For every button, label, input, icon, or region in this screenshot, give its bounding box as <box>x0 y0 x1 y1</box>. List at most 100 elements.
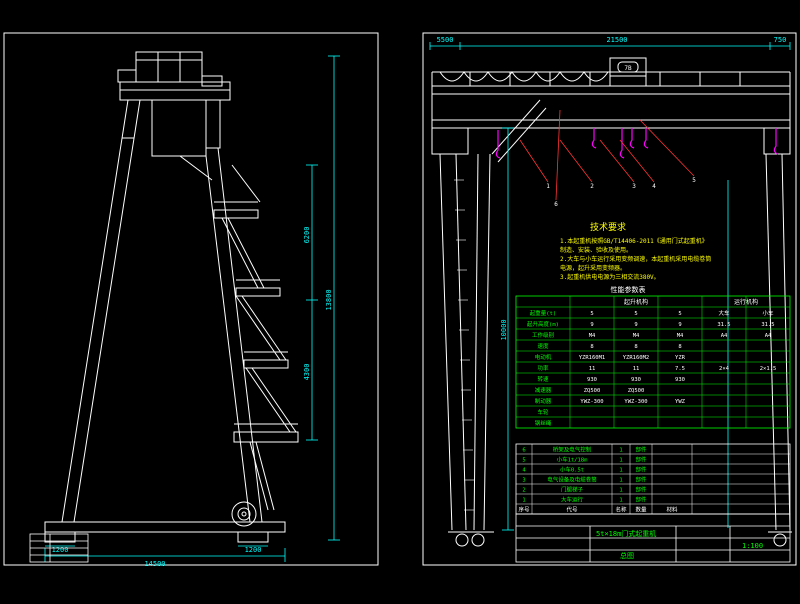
param-cell: 小车 <box>762 309 774 317</box>
dim-tier-1: 6200 <box>303 227 311 244</box>
technical-notes: 技术要求 1.本起重机按照GB/T14406-2011《通用门式起重机》 制造、… <box>560 221 711 281</box>
param-cell: 5 <box>634 311 637 317</box>
parts-cell: 2 <box>522 488 525 494</box>
param-cell: 11 <box>589 366 596 372</box>
note-line-5: 3.起重机供电电源为三相交流380V。 <box>560 273 660 281</box>
note-line-4: 电源，起升采用变频器。 <box>560 264 626 272</box>
param-cell: YZR <box>675 355 686 361</box>
param-cell: YZR160M1 <box>579 355 606 361</box>
param-cell: ZQ500 <box>584 388 601 394</box>
title-block-scale: 1:100 <box>742 542 763 550</box>
front-view-leader-labels: 1 2 3 4 5 6 <box>546 177 696 208</box>
param-cell: M4 <box>633 333 640 339</box>
parts-cell: 部件 <box>635 476 647 484</box>
note-line-2: 制造、安装、验收及使用。 <box>560 246 632 254</box>
param-cell: 11 <box>633 366 640 372</box>
parts-cell: 4 <box>522 468 526 474</box>
front-view-girder <box>431 57 791 129</box>
front-trolley <box>609 57 647 87</box>
side-view-dimensions <box>44 55 340 562</box>
param-cell: 起升高度(m) <box>527 320 559 328</box>
param-cell: 功率 <box>537 364 549 372</box>
param-cell: ZQ500 <box>628 388 645 394</box>
note-line-3: 2.大车与小车运行采用变频调速，本起重机采用电缆卷筒 <box>560 255 711 263</box>
front-view-height-dim <box>502 127 729 531</box>
parts-header-cell: 序号 <box>518 506 530 514</box>
param-cell: 减速器 <box>535 386 552 394</box>
parts-cell: 部件 <box>635 466 647 474</box>
title-block-text: 5t×18m门式起重机 总图 1:100 <box>596 529 763 560</box>
bottom-sill <box>44 521 286 533</box>
front-view-legs <box>431 99 792 547</box>
front-view-top-dimensions <box>429 42 791 50</box>
param-cell: 5 <box>590 311 593 317</box>
dim-bottom-left: 1200 <box>52 546 69 554</box>
parts-cell: 桥架及电气控制 <box>553 446 592 454</box>
param-cell: A4 <box>721 333 728 339</box>
parts-cell: 电气设备及电缆卷筒 <box>547 476 597 484</box>
leader-4: 4 <box>652 183 656 190</box>
front-view-leaders <box>519 109 695 201</box>
param-cell: M4 <box>589 333 596 339</box>
parts-header-cell: 材料 <box>666 506 678 514</box>
parts-cell: 部件 <box>635 486 647 494</box>
param-cell: 8 <box>678 344 681 350</box>
dim-left-cantilever: 5500 <box>437 36 454 44</box>
param-cell: 930 <box>631 377 641 383</box>
param-cell: 9 <box>634 322 637 328</box>
parts-cell: 1 <box>619 468 622 474</box>
parts-cell: 1 <box>619 458 622 464</box>
notes-title: 技术要求 <box>590 221 626 233</box>
parts-cell: 大车运行 <box>561 496 584 504</box>
side-view-dimension-text: 14500 1200 1200 13800 6200 4300 <box>52 227 333 568</box>
left-sheet-frame <box>3 32 379 566</box>
param-cell: 2×1.5 <box>760 366 777 372</box>
param-cell: YWZ-300 <box>624 399 647 405</box>
parts-cell: 小车0.5t <box>560 466 584 474</box>
param-cell: 7.5 <box>675 366 685 372</box>
param-cell: A4 <box>765 333 772 339</box>
param-header-travel: 运行机构 <box>734 298 758 306</box>
param-cell: 8 <box>634 344 637 350</box>
dim-span: 21500 <box>606 36 627 44</box>
dim-leg-height: 10000 <box>500 319 508 340</box>
front-view-hooks <box>495 128 779 159</box>
param-cell: 大车 <box>718 309 730 317</box>
parts-cell: 3 <box>522 478 525 484</box>
parts-cell: 1 <box>619 498 622 504</box>
param-cell: YZR160M2 <box>623 355 650 361</box>
dim-bottom-right: 1200 <box>245 546 262 554</box>
param-cell: 31.5 <box>761 322 774 328</box>
parts-cell: 部件 <box>635 496 647 504</box>
left-title-strip <box>29 533 89 563</box>
parts-cell: 6 <box>522 448 525 454</box>
param-cell: M4 <box>677 333 684 339</box>
parts-header-cell: 名称 <box>615 506 627 514</box>
param-cell: 制动器 <box>535 397 552 405</box>
leader-6: 6 <box>554 201 558 208</box>
param-cell: 电动机 <box>535 353 552 361</box>
parts-cell: 小车1t/18m <box>557 456 589 464</box>
param-cell: 9 <box>678 322 681 328</box>
param-cell: 转速 <box>537 375 549 383</box>
parts-header-cell: 数量 <box>635 506 647 514</box>
param-cell: 9 <box>590 322 593 328</box>
parts-cell: 门腿梯子 <box>561 486 584 494</box>
param-cell: YWZ <box>675 399 686 405</box>
parts-cell: 1 <box>619 448 622 454</box>
dim-bottom-width: 14500 <box>144 560 165 568</box>
param-cell: 930 <box>675 377 685 383</box>
leader-5: 5 <box>692 177 696 184</box>
title-block-drawing: 总图 <box>620 551 634 560</box>
trolley-label: 7B <box>624 65 632 72</box>
parts-cell: 部件 <box>635 456 647 464</box>
parts-cell: 1 <box>619 488 622 494</box>
param-cell: 2×4 <box>719 366 730 372</box>
param-cell: 钢丝绳 <box>535 419 552 427</box>
param-header-hoist: 起升机构 <box>624 298 648 306</box>
leader-1: 1 <box>546 183 550 190</box>
param-cell: 车轮 <box>537 408 549 416</box>
